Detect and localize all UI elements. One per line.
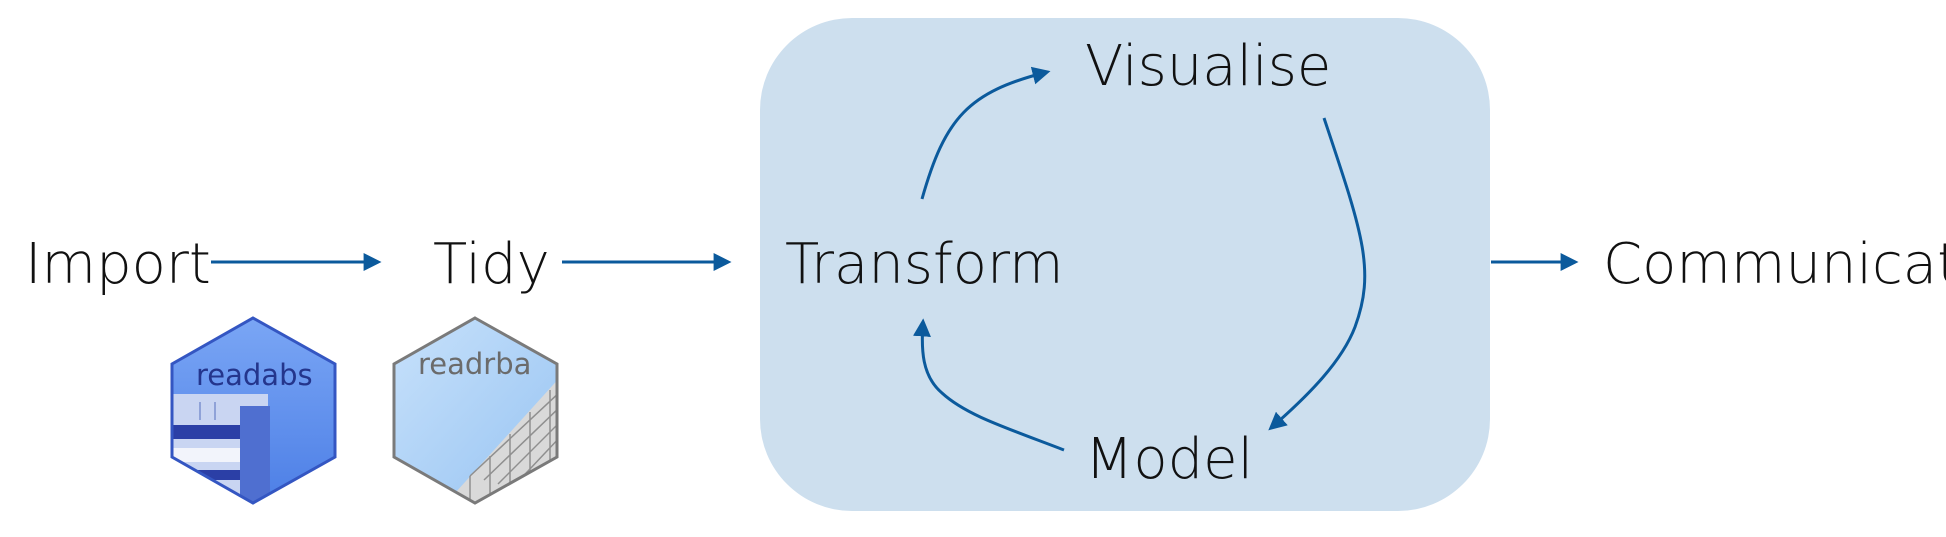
arrow-transform-to-visualise — [920, 66, 1051, 200]
node-model: Model — [1085, 427, 1253, 492]
readrba-hex-sticker-icon: readrba — [392, 316, 559, 505]
node-import: Import — [25, 232, 211, 297]
node-communicate: Communicate — [1603, 232, 1946, 297]
arrow-model-to-transform — [912, 318, 1065, 452]
node-visualise: Visualise — [1085, 34, 1331, 99]
node-tidy: Tidy — [433, 232, 550, 297]
arrow-visualise-to-model — [1268, 117, 1367, 431]
readabs-hex-sticker-icon: readabs — [170, 316, 337, 505]
readrba-hex-label: readrba — [418, 347, 531, 381]
readabs-hex-label: readabs — [196, 358, 313, 392]
node-transform: Transform — [785, 232, 1064, 297]
